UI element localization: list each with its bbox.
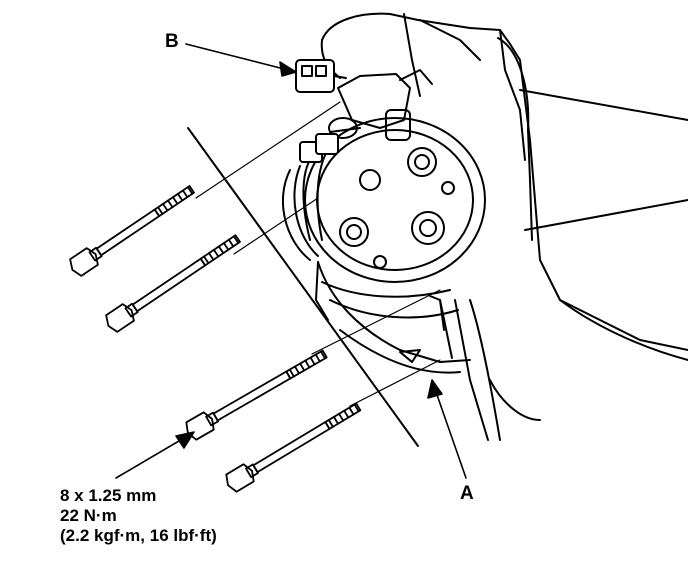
alignment-line	[187, 127, 419, 447]
bolt-3	[185, 349, 328, 441]
wire-harness	[282, 133, 339, 261]
callout-label-a: A	[460, 483, 474, 504]
callout-label-b: B	[165, 31, 179, 52]
bolt-guide-lines	[195, 101, 441, 407]
engine-block	[320, 12, 688, 441]
arrow-spec-head	[175, 431, 195, 449]
arrow-a-leader	[435, 391, 467, 479]
bolt-torque-spec: 8 x 1.25 mm 22 N·m (2.2 kgf·m, 16 lbf·ft…	[60, 486, 217, 546]
connector-b	[295, 59, 347, 93]
bolt-size: 8 x 1.25 mm	[60, 486, 157, 505]
refrigerant-fittings	[328, 69, 433, 141]
leader-arrows	[115, 43, 467, 479]
bolt-1	[69, 185, 195, 277]
torque-alt-units: (2.2 kgf·m, 16 lbf·ft)	[60, 526, 217, 545]
arrow-spec-leader	[115, 437, 185, 479]
torque-nm: 22 N·m	[60, 506, 117, 525]
arrow-b-head	[279, 61, 297, 77]
bolt-2	[105, 234, 241, 333]
arrow-b-leader	[185, 43, 289, 71]
arrow-a-head	[427, 379, 443, 399]
compressor-body	[315, 261, 471, 374]
bolt-4	[225, 402, 362, 493]
